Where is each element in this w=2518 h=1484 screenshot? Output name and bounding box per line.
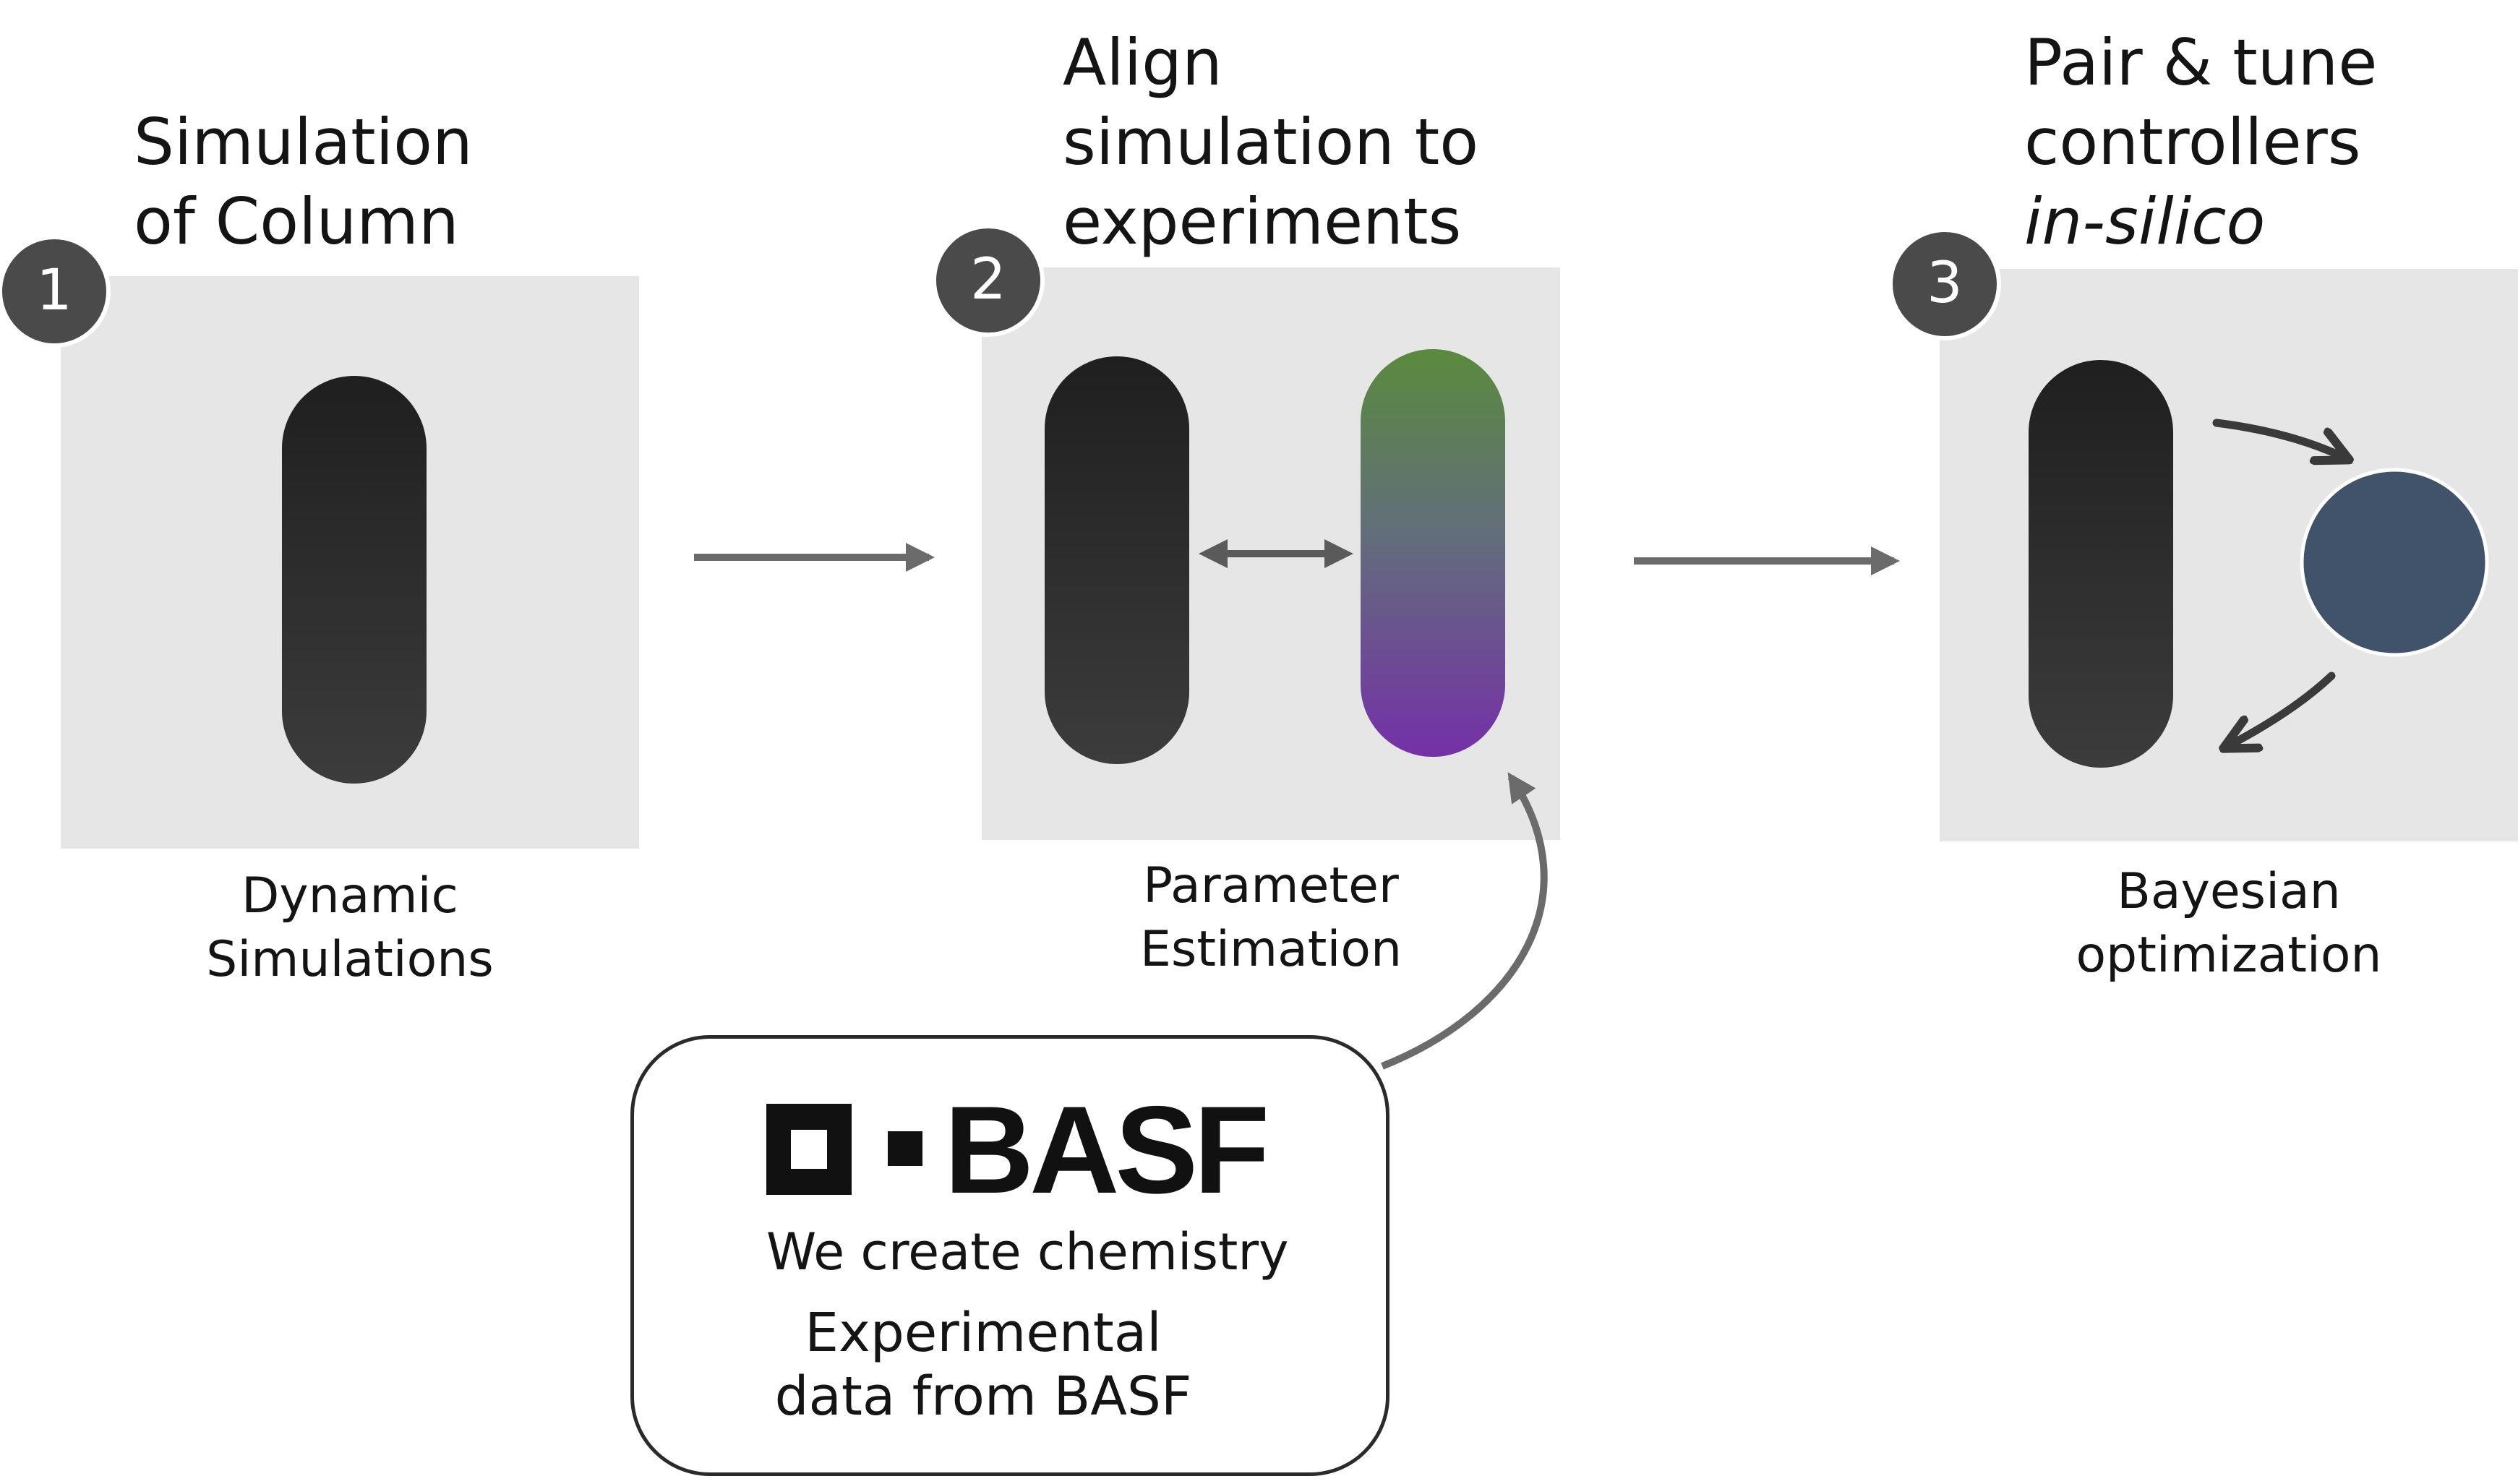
title-line: Align (1063, 25, 1222, 100)
basf-data-caption: Experimental data from BASF (745, 1301, 1222, 1428)
simulated-column (282, 376, 427, 784)
panel-simulation (61, 276, 639, 849)
caption-line: Parameter (1143, 857, 1399, 914)
step-2-caption: Parameter Estimation (1054, 854, 1488, 982)
curved-arrow-icon (1381, 772, 1548, 1070)
step-badge-icon: 2 (932, 224, 1045, 337)
control-arrow-bottom-icon (2227, 672, 2336, 747)
step-number: 2 (970, 247, 1006, 312)
title-line: controllers (2024, 105, 2361, 179)
caption-line: Simulations (206, 931, 494, 988)
step-1-title: Simulation of Column (134, 103, 473, 262)
title-line: experiments (1063, 184, 1462, 259)
experimental-column (1361, 349, 1505, 757)
caption-line: data from BASF (774, 1365, 1192, 1428)
title-line: in-silico (2024, 184, 2266, 259)
title-line: Pair & tune (2024, 25, 2378, 100)
step-3-caption: Bayesian optimization (2012, 860, 2446, 987)
step-number: 3 (1927, 251, 1963, 316)
step-number: 1 (36, 258, 72, 323)
title-line: of Column (134, 184, 459, 259)
panel-controllers (1940, 269, 2518, 841)
step-badge-icon: 3 (1888, 228, 2001, 340)
basf-tagline: We create chemistry (766, 1222, 1289, 1282)
caption-line: optimization (2076, 927, 2382, 984)
caption-line: Experimental (805, 1302, 1162, 1364)
caption-line: Bayesian (2117, 863, 2341, 920)
simulated-column (2029, 360, 2173, 768)
simulated-column (1045, 356, 1189, 764)
title-line: simulation to (1063, 105, 1479, 179)
panel-alignment (982, 267, 1560, 840)
basf-logo-icon: BASF (766, 1102, 1269, 1196)
step-2-title: Align simulation to experiments (1063, 23, 1478, 262)
control-arrow-top-icon (2212, 419, 2346, 458)
caption-line: Estimation (1139, 921, 1403, 978)
basf-data-box (630, 1035, 1389, 1476)
basf-logo-text: BASF (944, 1102, 1265, 1196)
step-badge-icon: 1 (0, 235, 111, 348)
caption-line: Dynamic (241, 867, 458, 925)
title-line: Simulation (134, 105, 473, 179)
step-1-caption: Dynamic Simulations (133, 865, 567, 992)
controller-circle-icon (2300, 468, 2489, 657)
step-3-title: Pair & tune controllers in-silico (2024, 23, 2377, 262)
